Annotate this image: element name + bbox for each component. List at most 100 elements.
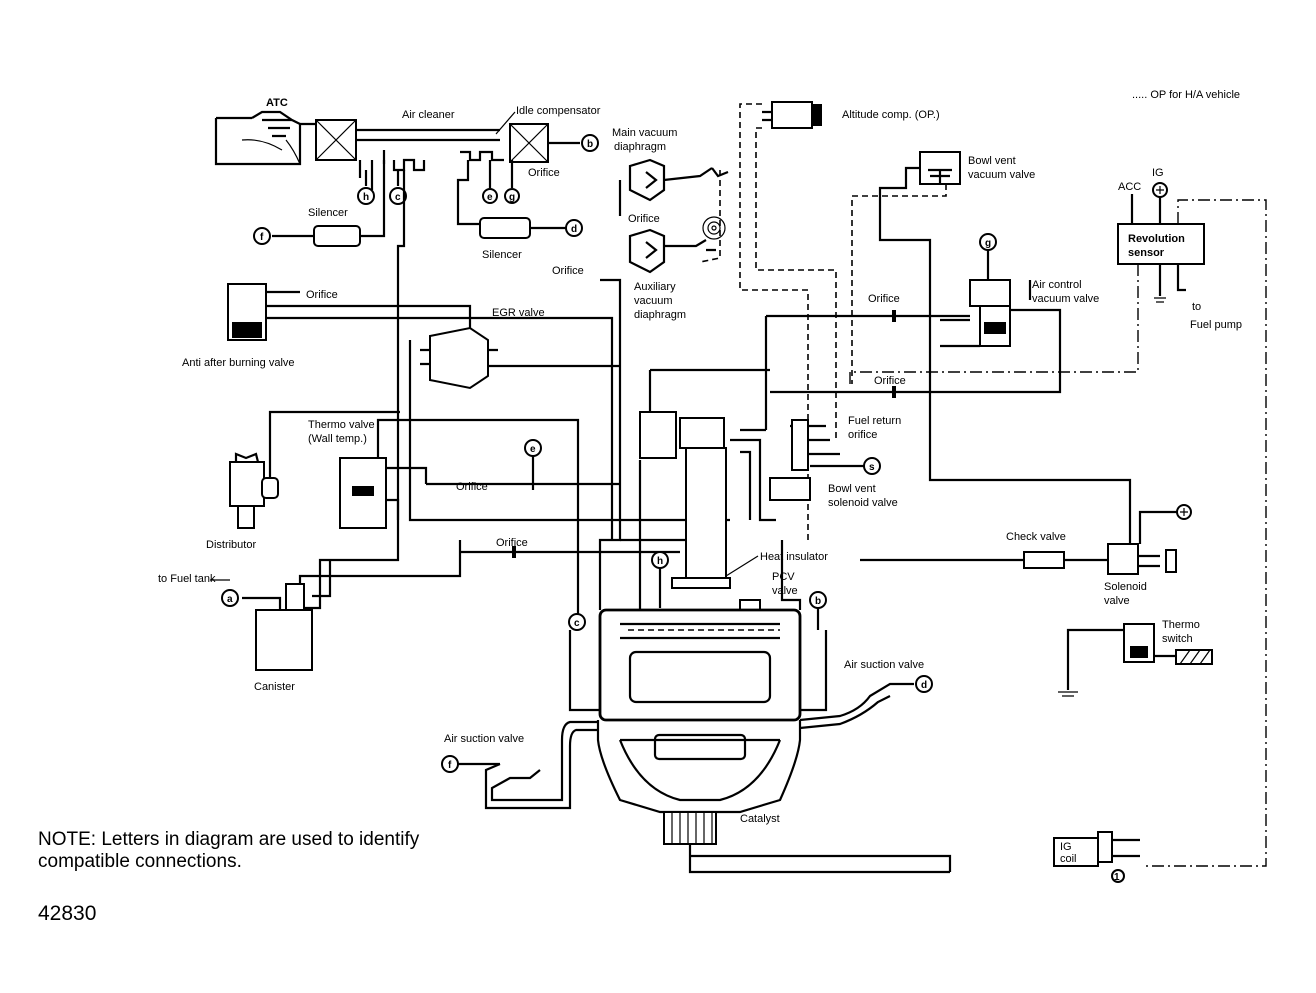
solenoid-valve-label-2: valve	[1104, 595, 1130, 607]
pcv-valve-label-1: PCV	[772, 571, 795, 583]
ig-coil	[1053, 831, 1140, 883]
atc-sensor	[241, 110, 301, 165]
svg-text:b: b	[587, 139, 593, 150]
egr-valve-label: EGR valve	[492, 307, 545, 319]
canister	[242, 540, 462, 671]
thermo-valve	[300, 418, 580, 620]
tag-f-lower	[441, 755, 459, 773]
svg-text:h: h	[657, 556, 663, 567]
air-control-vacuum-valve: g	[940, 233, 1062, 370]
pcv-valve-label-2: valve	[772, 585, 798, 597]
thermo-valve-label-2: (Wall temp.)	[308, 433, 367, 445]
solenoid-valve	[1107, 504, 1192, 575]
tag-c-lower	[568, 613, 586, 631]
atc-label: ATC	[266, 97, 288, 109]
tag-c-top	[389, 187, 407, 205]
to-fuel-tank-label: to Fuel tank	[158, 573, 216, 585]
orifice-label-f: Orifice	[306, 289, 338, 301]
thermo-switch-label-2: switch	[1162, 633, 1193, 645]
anti-after-burning-label: Anti after burning valve	[182, 357, 295, 369]
tag-d-lower	[915, 675, 933, 693]
auxiliary-label-2: vacuum	[634, 295, 673, 307]
check-valve	[860, 551, 1108, 569]
catalyst-label: Catalyst	[740, 813, 780, 825]
bowl-vent-vacuum-valve	[851, 151, 1132, 520]
idle-compensator-label: Idle compensator	[516, 105, 601, 117]
air-suction-valve-right	[799, 682, 914, 730]
svg-text:e: e	[530, 444, 536, 455]
svg-text:h: h	[363, 192, 369, 203]
egr-valve	[408, 326, 730, 522]
tag-h-top	[357, 187, 375, 205]
note-line-2: compatible connections.	[38, 851, 242, 872]
main-vacuum-label-2: diaphragm	[614, 141, 666, 153]
distributor	[229, 410, 400, 529]
thermo-valve-label-1: Thermo valve	[308, 419, 375, 431]
ig-coil-label-2: coil	[1060, 853, 1077, 865]
bowl-vent-vacuum-label-1: Bowl vent	[968, 155, 1016, 167]
tag-f-left	[253, 227, 271, 245]
bowl-vent-solenoid-label-1: Bowl vent	[828, 483, 876, 495]
silencer-center	[479, 217, 566, 239]
silencer-label-left: Silencer	[308, 207, 348, 219]
air-cleaner-assembly	[214, 116, 580, 190]
check-valve-label: Check valve	[1006, 531, 1066, 543]
legend-op: ..... OP for H/A vehicle	[1132, 89, 1240, 101]
idle-compensator: e g	[456, 160, 520, 226]
svg-text:e: e	[487, 192, 493, 203]
svg-text:1: 1	[1114, 872, 1120, 883]
orifice-label-c: Orifice	[552, 265, 584, 277]
svg-text:f: f	[260, 232, 264, 243]
orifice-label-g: Orifice	[456, 481, 488, 493]
revolution-sensor-label-2: sensor	[1128, 247, 1165, 259]
svg-text:g: g	[509, 192, 515, 203]
svg-text:a: a	[227, 594, 233, 605]
note: NOTE: Letters in diagram are used to ide…	[38, 829, 419, 873]
air-suction-valve-left	[458, 720, 598, 810]
carburetor	[639, 411, 864, 579]
canister-label: Canister	[254, 681, 295, 693]
heat-insulator	[671, 577, 731, 589]
main-vacuum-label-1: Main vacuum	[612, 127, 677, 139]
distributor-label: Distributor	[206, 539, 256, 551]
note-line-1: NOTE: Letters in diagram are used to ide…	[38, 829, 420, 850]
acc-label: ACC	[1118, 181, 1141, 193]
svg-text:d: d	[921, 680, 927, 691]
ig-coil-label-1: IG	[1060, 841, 1072, 853]
thermo-switch-label-1: Thermo	[1162, 619, 1200, 631]
air-control-label-1: Air control	[1032, 279, 1082, 291]
orifice-label-d: Orifice	[868, 293, 900, 305]
air-suction-valve-label-right: Air suction valve	[844, 659, 924, 671]
orifice-label-e: Orifice	[874, 375, 906, 387]
heat-insulator-label: Heat insulator	[760, 551, 828, 563]
fuel-return-label-2: orifice	[848, 429, 877, 441]
engine-block	[568, 608, 828, 814]
fuel-return-label-1: Fuel return	[848, 415, 901, 427]
to-fuel-pump-label-2: Fuel pump	[1190, 319, 1242, 331]
svg-text:b: b	[815, 596, 821, 607]
thermo-switch	[1058, 623, 1213, 697]
tag-b-top	[581, 134, 599, 152]
bowl-vent-solenoid-label-2: solenoid valve	[828, 497, 898, 509]
silencer-left	[272, 160, 386, 247]
bowl-vent-vacuum-label-2: vacuum valve	[968, 169, 1035, 181]
catalyst	[663, 811, 952, 874]
to-fuel-pump-label-1: to	[1192, 301, 1201, 313]
orifice-label-b: Orifice	[628, 213, 660, 225]
pcv-valve	[739, 599, 761, 611]
tag-s	[863, 457, 881, 475]
auxiliary-label-3: diaphragm	[634, 309, 686, 321]
figure-number: 42830	[38, 902, 97, 925]
svg-text:s: s	[869, 462, 875, 473]
svg-text:f: f	[448, 760, 452, 771]
auxiliary-vacuum-diaphragm	[628, 216, 726, 274]
orifice-label-a: Orifice	[528, 167, 560, 179]
air-control-label-2: vacuum valve	[1032, 293, 1099, 305]
svg-text:d: d	[571, 224, 577, 235]
revolution-sensor-label-1: Revolution	[1128, 233, 1185, 245]
tag-a	[221, 589, 239, 607]
solenoid-valve-label-1: Solenoid	[1104, 581, 1147, 593]
revolution-sensor	[849, 182, 1267, 867]
ig-label: IG	[1152, 167, 1164, 179]
